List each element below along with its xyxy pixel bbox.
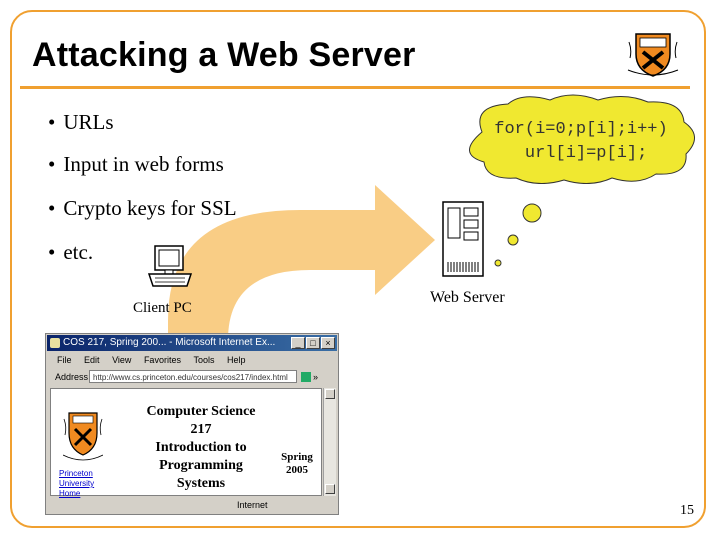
bullet-text: etc. xyxy=(63,240,94,264)
bullet-dot: • xyxy=(48,152,56,176)
bullet-dot: • xyxy=(48,196,56,220)
bullet-text: Input in web forms xyxy=(63,152,224,176)
menu-help[interactable]: Help xyxy=(227,355,246,365)
scroll-down-icon[interactable] xyxy=(325,484,335,494)
bullet-etc: • etc. xyxy=(48,240,93,265)
slide-frame xyxy=(10,10,706,528)
client-pc-label: Client PC xyxy=(133,300,192,316)
address-bar: Address http://www.cs.princeton.edu/cour… xyxy=(47,369,337,385)
princeton-home-link[interactable]: Princeton University Home xyxy=(59,469,95,498)
browser-content: Computer Science 217 Introduction to Pro… xyxy=(50,388,322,498)
bullet-text: Crypto keys for SSL xyxy=(63,196,237,220)
title-bar: Attacking a Web Server xyxy=(20,28,690,89)
bullet-crypto-keys: • Crypto keys for SSL xyxy=(48,196,237,221)
menu-view[interactable]: View xyxy=(112,355,132,365)
links-chevron[interactable]: » xyxy=(313,372,319,382)
browser-window-title: COS 217, Spring 200... - Microsoft Inter… xyxy=(63,337,276,348)
bullet-dot: • xyxy=(48,240,56,264)
browser-window: COS 217, Spring 200... - Microsoft Inter… xyxy=(45,333,339,515)
web-server-label: Web Server xyxy=(430,289,505,306)
ie-icon xyxy=(50,338,60,348)
exploit-code: for(i=0;p[i];i++) url[i]=p[i]; xyxy=(494,120,668,163)
address-input[interactable]: http://www.cs.princeton.edu/courses/cos2… xyxy=(89,370,297,383)
menu-tools[interactable]: Tools xyxy=(193,355,215,365)
close-button[interactable]: × xyxy=(321,337,335,349)
bullet-dot: • xyxy=(48,110,56,134)
address-label: Address xyxy=(55,372,89,382)
status-bar: Internet xyxy=(47,498,337,512)
course-title: Computer Science 217 Introduction to Pro… xyxy=(146,404,256,491)
page-title: Attacking a Web Server xyxy=(32,36,416,74)
computer-icon xyxy=(147,245,193,287)
browser-titlebar: COS 217, Spring 200... - Microsoft Inter… xyxy=(47,335,337,351)
princeton-shield-icon xyxy=(627,33,679,77)
go-icon[interactable] xyxy=(301,372,311,382)
course-term: Spring 2005 xyxy=(281,451,313,476)
bullet-urls: • URLs xyxy=(48,110,114,135)
vertical-scrollbar[interactable] xyxy=(323,388,336,496)
maximize-button[interactable]: □ xyxy=(306,337,320,349)
bullet-text: URLs xyxy=(63,110,114,134)
princeton-shield-icon xyxy=(63,412,103,461)
page-number: 15 xyxy=(680,503,694,518)
minimize-button[interactable]: _ xyxy=(291,337,305,349)
server-icon xyxy=(442,201,484,277)
browser-menubar: File Edit View Favorites Tools Help xyxy=(47,353,337,367)
menu-favorites[interactable]: Favorites xyxy=(143,355,181,365)
menu-file[interactable]: File xyxy=(57,355,72,365)
scroll-up-icon[interactable] xyxy=(325,389,335,399)
thought-bubble xyxy=(469,94,695,184)
security-zone-label: Internet xyxy=(237,500,268,510)
menu-edit[interactable]: Edit xyxy=(84,355,100,365)
bullet-web-forms: • Input in web forms xyxy=(48,152,224,177)
